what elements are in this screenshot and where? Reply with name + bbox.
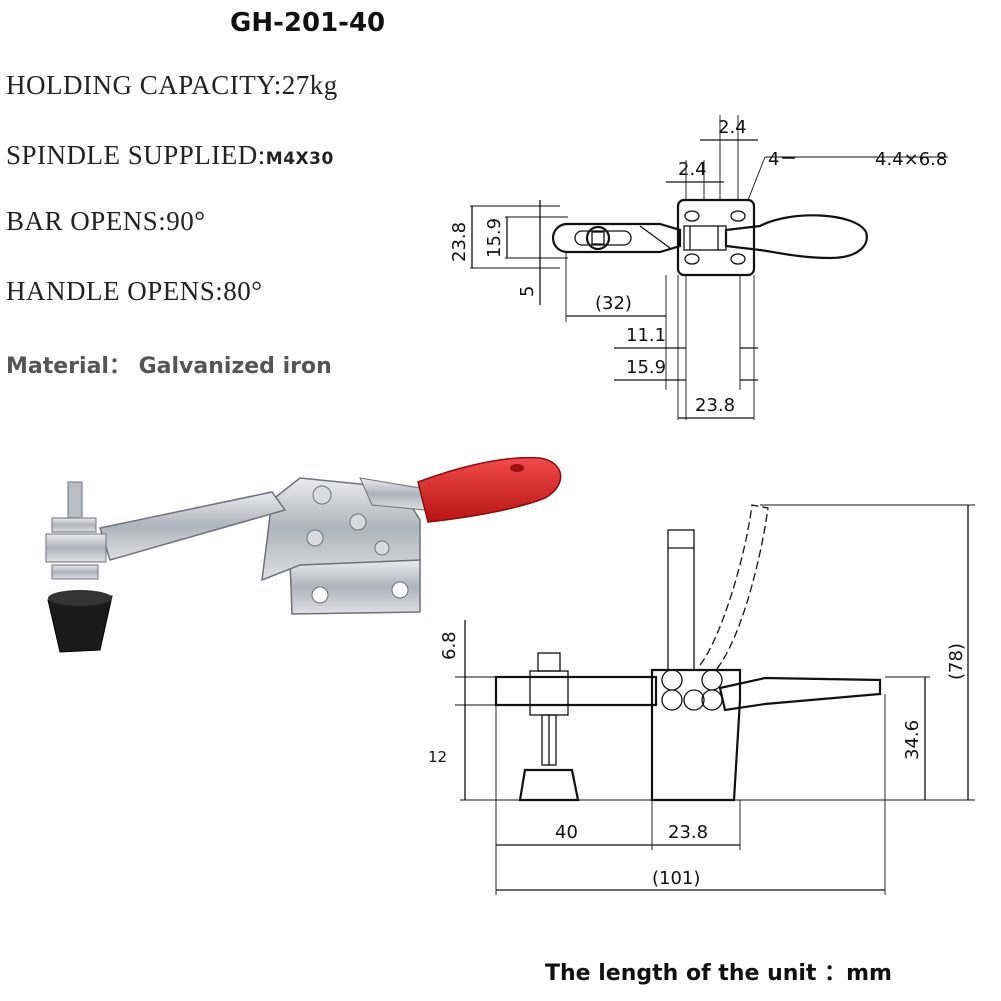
handle-opens: HANDLE OPENS:80° [6, 276, 263, 306]
spindle-value: M4X30 [265, 149, 334, 169]
dim-hole-size: 4.4×6.8 [875, 149, 947, 170]
holding-capacity: HOLDING CAPACITY:27kg [6, 70, 338, 100]
dim-spindle-drop: 12 [428, 748, 447, 766]
dim-height-1: 23.8 [449, 222, 470, 262]
dim-total-101: (101) [652, 868, 700, 889]
dim-width-23-8: 23.8 [695, 395, 735, 416]
dim-width-11-1: 11.1 [626, 325, 666, 346]
dim-height-3: 5 [517, 286, 538, 297]
material-note: Material： Galvanized iron [6, 354, 332, 379]
dim-base-23-8: 23.8 [668, 822, 708, 843]
spindle-supplied: SPINDLE SUPPLIED:M4X30 [6, 140, 334, 171]
spindle-label: SPINDLE SUPPLIED: [6, 140, 266, 170]
dim-top-a: 2.4 [718, 117, 747, 138]
dim-reach-40: 40 [555, 822, 578, 843]
dim-height-34-6: 34.6 [902, 720, 923, 760]
dim-top-b: 2.4 [678, 159, 707, 180]
dim-height-2: 15.9 [484, 218, 505, 258]
dim-height-78: (78) [946, 643, 967, 680]
dim-bar-thickness: 6.8 [439, 631, 460, 660]
dim-width-32: (32) [595, 293, 632, 314]
model-title: GH-201-40 [230, 8, 386, 38]
dim-hole-count: 4－ [768, 149, 797, 170]
dim-width-15-9: 15.9 [626, 357, 666, 378]
unit-note: The length of the unit ：mm [545, 961, 892, 986]
bar-opens: BAR OPENS:90° [6, 206, 206, 236]
